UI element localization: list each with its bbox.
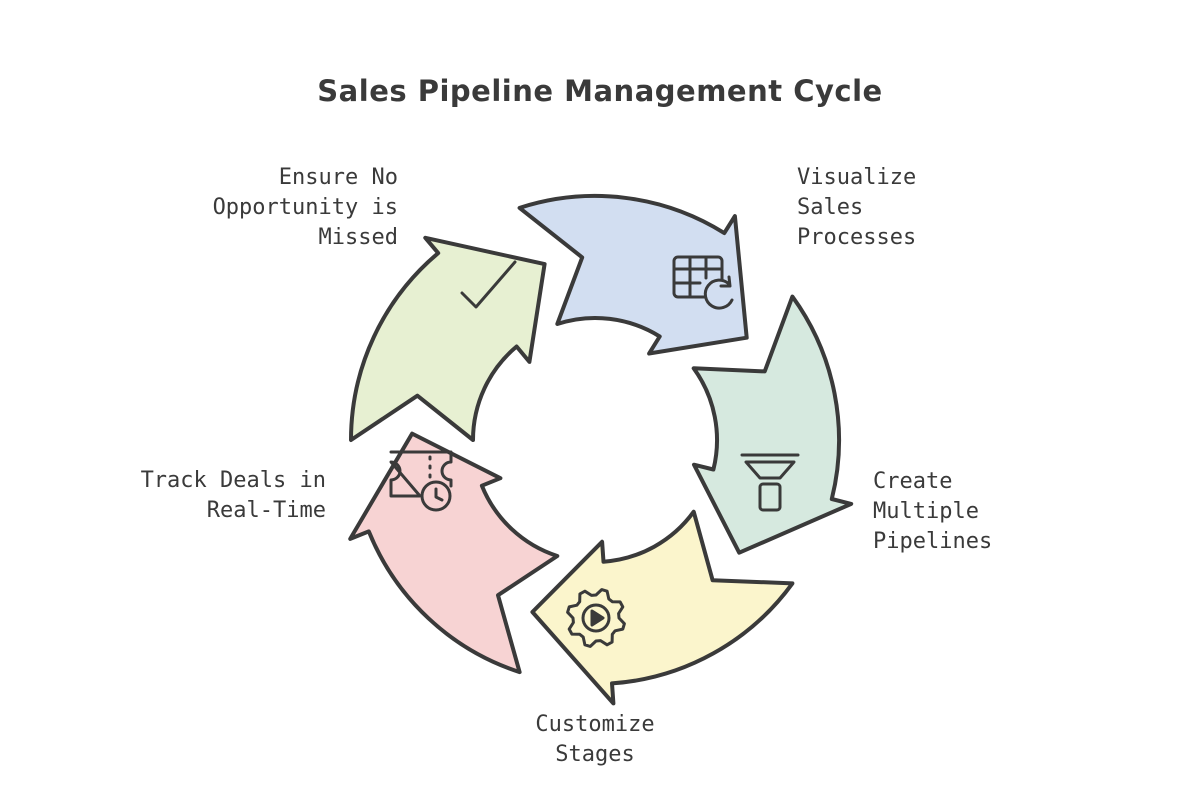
segment-visualize bbox=[517, 193, 749, 356]
gear-play-icon bbox=[566, 588, 626, 648]
diagram-title: Sales Pipeline Management Cycle bbox=[317, 74, 883, 108]
segment-create bbox=[691, 294, 854, 555]
checkmark-icon bbox=[460, 260, 517, 309]
step-label-ensure: Ensure No Opportunity is Missed bbox=[212, 165, 398, 250]
step-label-customize: Customize Stages bbox=[535, 712, 655, 767]
step-label-track: Track Deals in Real-Time bbox=[140, 468, 326, 523]
segment-ensure bbox=[349, 235, 547, 442]
funnel-icon bbox=[740, 453, 800, 512]
segment-track bbox=[348, 431, 560, 675]
segment-customize bbox=[530, 509, 795, 706]
table-refresh-icon bbox=[672, 255, 734, 310]
step-label-visualize: Visualize Sales Processes bbox=[797, 165, 917, 250]
ticket-clock-icon bbox=[389, 450, 453, 512]
step-label-create: Create Multiple Pipelines bbox=[873, 469, 993, 554]
